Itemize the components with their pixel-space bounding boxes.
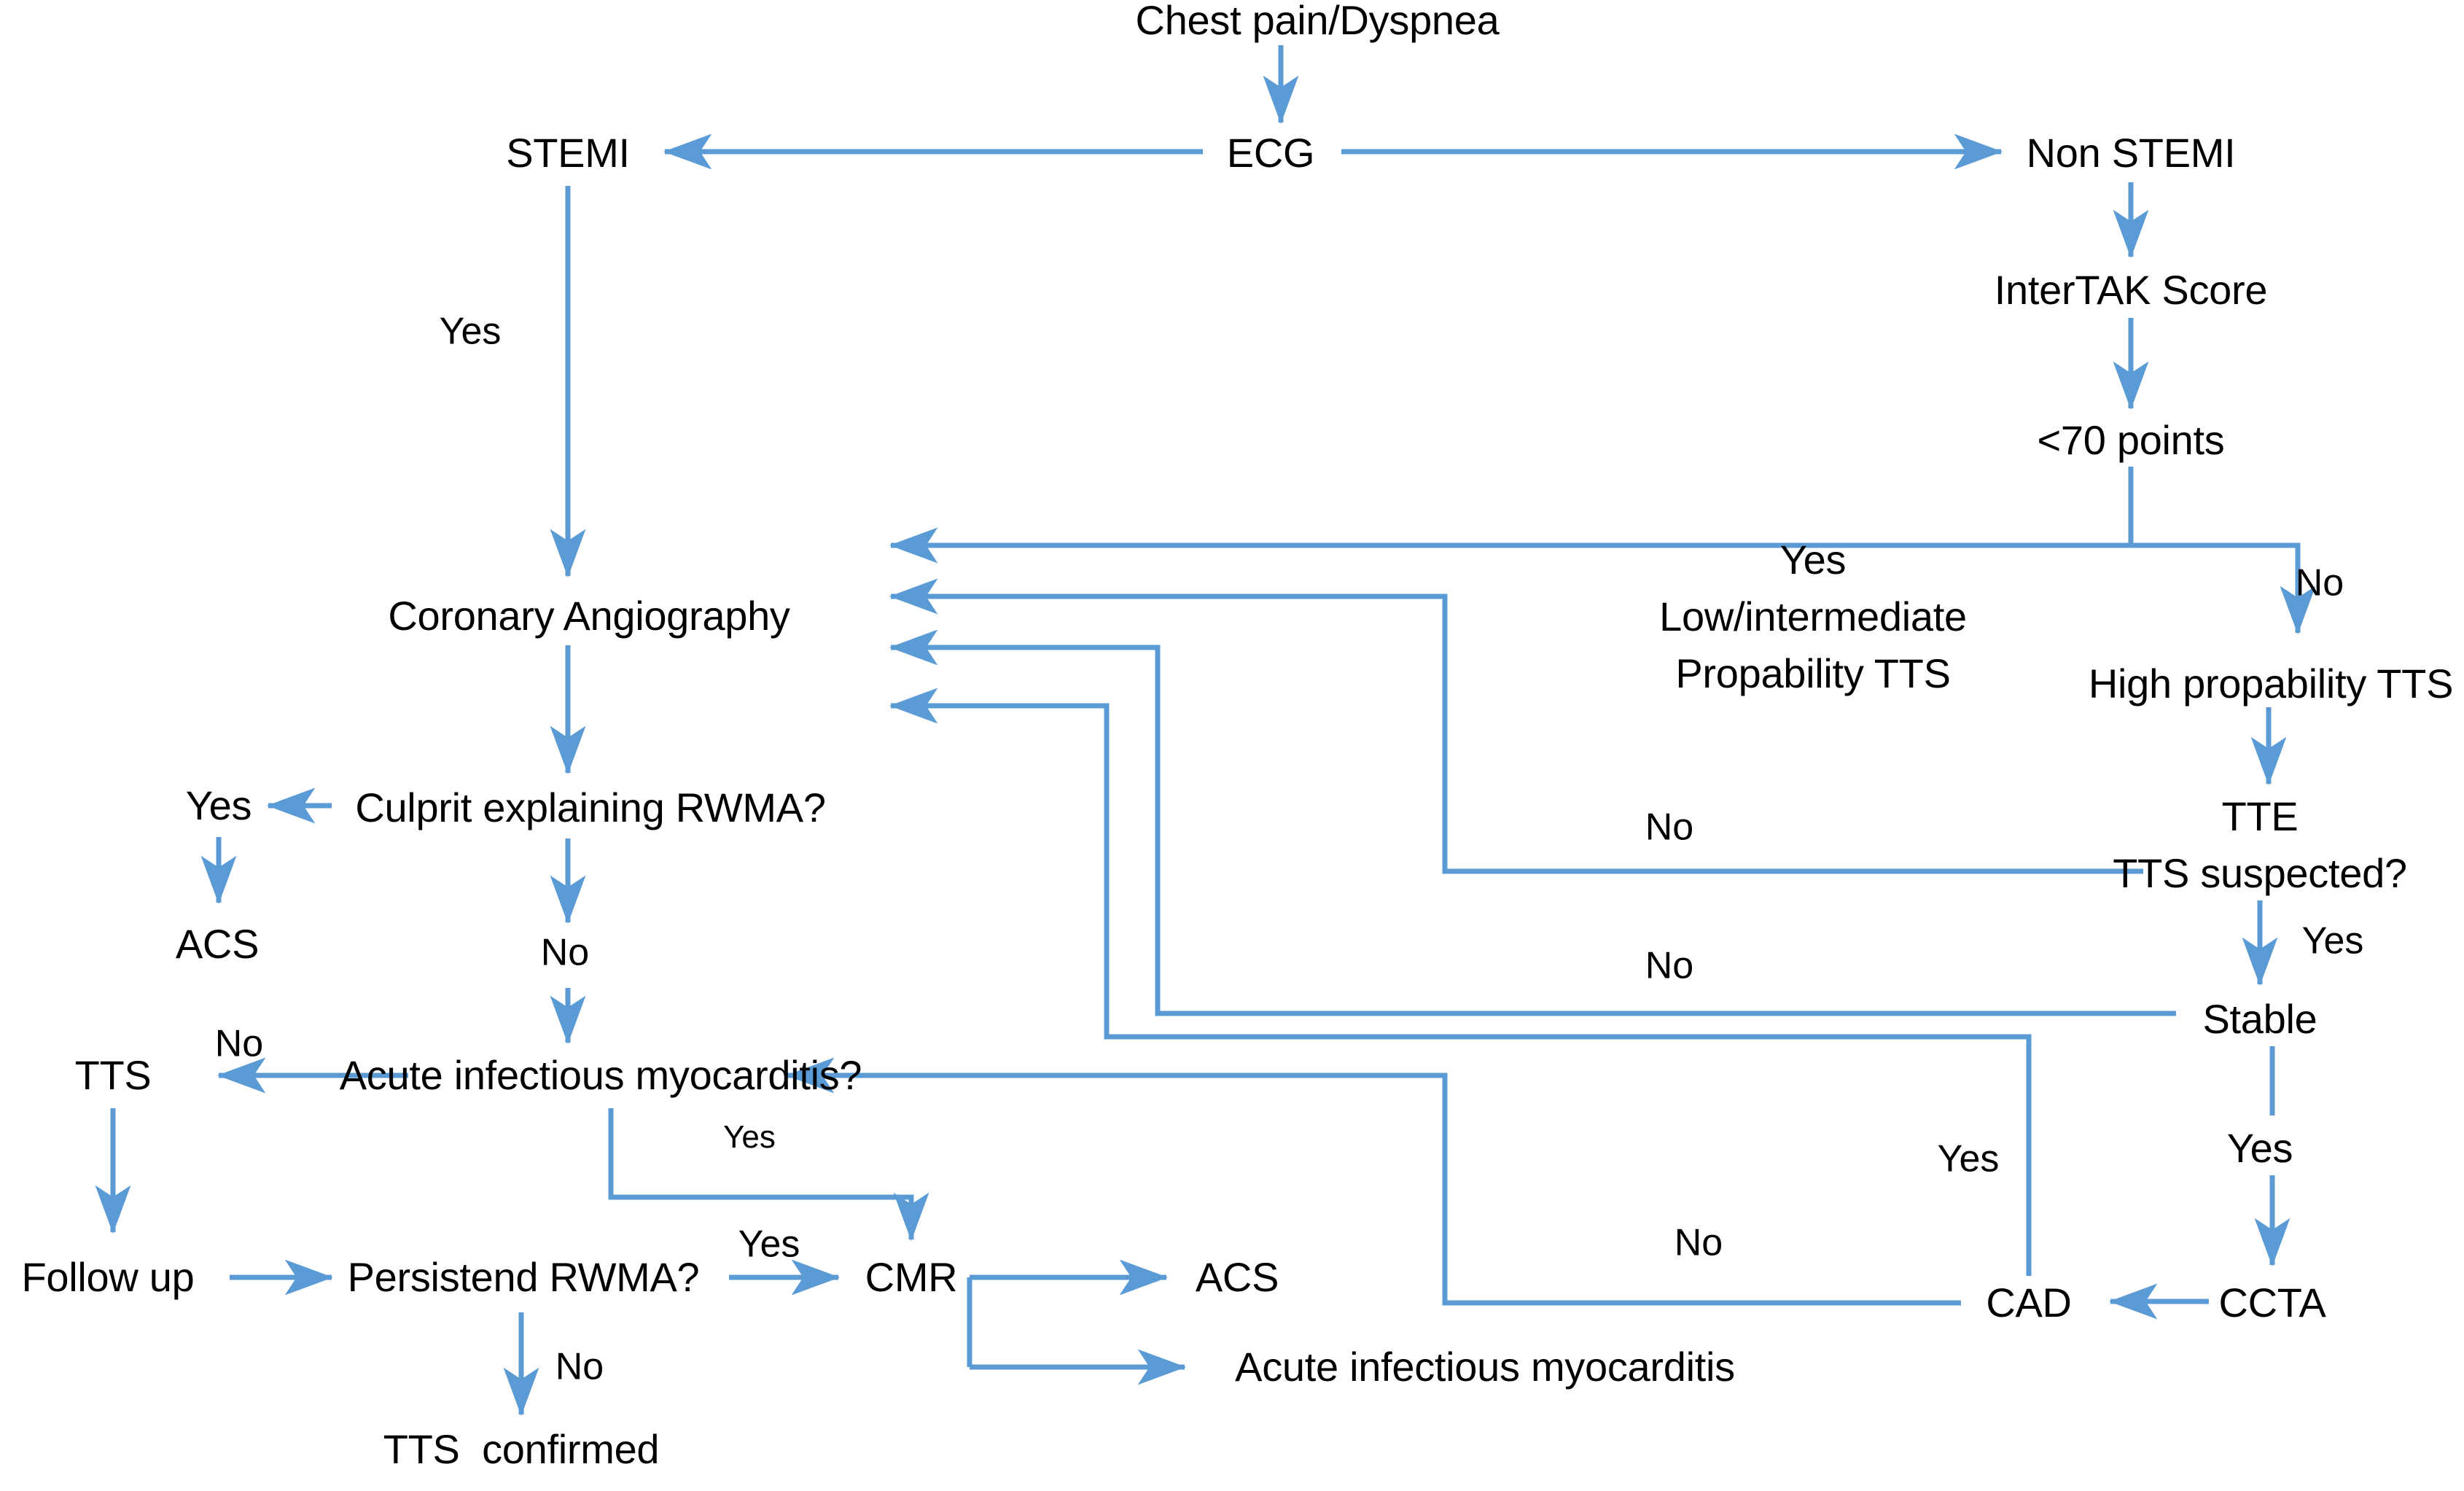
node-tts-suspected: TTS suspected? bbox=[2113, 849, 2407, 896]
node-cmr: CMR bbox=[865, 1253, 958, 1300]
node-intertak-score: InterTAK Score bbox=[1994, 266, 2268, 313]
node-high-propability-tts: High propability TTS bbox=[2088, 660, 2454, 706]
node-acute-myocarditis-out: Acute infectious myocarditis bbox=[1235, 1343, 1735, 1390]
node-persistend-rwma: Persistend RWMA? bbox=[347, 1253, 700, 1300]
node-low-prob-yes: Yes bbox=[1779, 536, 1847, 583]
node-coronary-angiography: Coronary Angiography bbox=[388, 592, 790, 639]
node-ecg: ECG bbox=[1226, 129, 1315, 176]
node-culprit-rwma: Culprit explaining RWMA? bbox=[355, 784, 826, 830]
edge-cad-no-to-myo bbox=[785, 1057, 1961, 1306]
edge-label-no-intertak: No bbox=[2295, 561, 2344, 604]
node-propability-tts: Propability TTS bbox=[1675, 650, 1951, 696]
edge-myo-yes-to-cmr bbox=[608, 1108, 929, 1242]
edge-label-yes-tte: Yes bbox=[2301, 919, 2364, 962]
node-stable-yes: Yes bbox=[2226, 1124, 2293, 1171]
edge-stable-no-to-angio bbox=[889, 629, 2176, 1016]
node-acute-myocarditis-q: Acute infectious myocarditis? bbox=[339, 1051, 862, 1098]
edge-label-no-myocarditis: No bbox=[214, 1022, 264, 1065]
node-acs-mid: ACS bbox=[1195, 1253, 1279, 1300]
edge-label-yes-persistend: Yes bbox=[738, 1223, 800, 1266]
node-ccta: CCTA bbox=[2218, 1279, 2326, 1325]
edge-label-no-stable: No bbox=[1645, 944, 1694, 987]
edge-label-yes-myocarditis: Yes bbox=[723, 1118, 776, 1155]
node-tts-left: TTS bbox=[74, 1051, 152, 1098]
edge-label-yes-cad: Yes bbox=[1937, 1137, 2000, 1180]
node-tte: TTE bbox=[2221, 793, 2299, 839]
node-stemi: STEMI bbox=[506, 129, 630, 176]
node-non-stemi: Non STEMI bbox=[2026, 129, 2236, 176]
edge-label-yes-stemi: Yes bbox=[439, 310, 502, 353]
node-low-intermediate: Low/intermediate bbox=[1659, 593, 1967, 639]
node-tts-confirmed: TTS confirmed bbox=[383, 1425, 660, 1472]
node-culprit-yes: Yes bbox=[185, 782, 252, 828]
edge-label-no-cad: No bbox=[1674, 1221, 1723, 1264]
edge-label-no-tte: No bbox=[1645, 806, 1694, 849]
node-stable: Stable bbox=[2202, 995, 2317, 1042]
edge-label-no-culprit: No bbox=[540, 931, 590, 974]
edge-label-no-persistend: No bbox=[555, 1345, 604, 1388]
edge-cad-yes-to-angio bbox=[889, 688, 2032, 1276]
node-acs-left: ACS bbox=[175, 920, 260, 967]
node-70-points: <70 points bbox=[2037, 416, 2225, 463]
node-cad: CAD bbox=[1986, 1279, 2072, 1325]
node-follow-up: Follow up bbox=[21, 1253, 195, 1300]
edge-points-no-down bbox=[2131, 542, 2316, 635]
edge-tte-no-to-angio bbox=[889, 578, 2143, 874]
node-chest-pain: Chest pain/Dyspnea bbox=[1135, 0, 1500, 43]
